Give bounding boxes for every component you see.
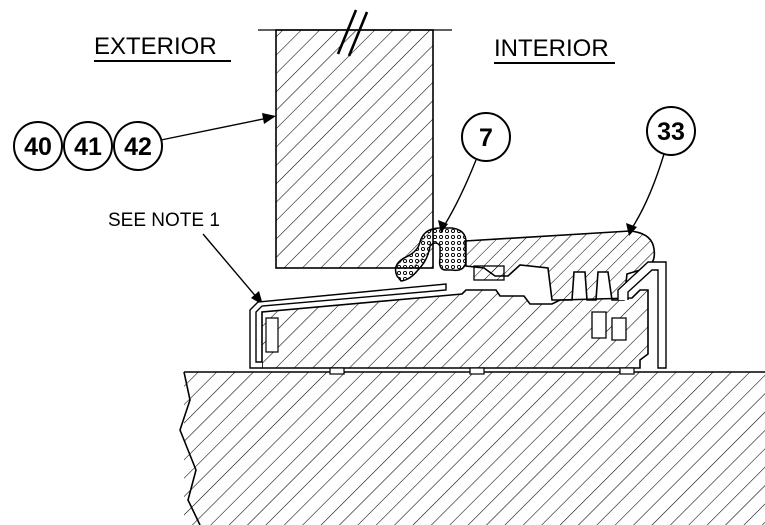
- callout-33: 33: [646, 106, 696, 156]
- interior-trim: [617, 261, 667, 369]
- substrate: [184, 372, 765, 525]
- leader-42: [160, 113, 276, 141]
- leader-33: [626, 153, 665, 236]
- interior-label: INTERIOR: [494, 35, 609, 62]
- svg-text:41: 41: [74, 133, 102, 161]
- svg-text:42: 42: [124, 133, 152, 161]
- callout-7: 7: [461, 112, 511, 162]
- callout-40: 40: [13, 121, 63, 171]
- svg-text:7: 7: [479, 124, 493, 152]
- outer-trim: [249, 283, 447, 369]
- svg-text:40: 40: [24, 133, 52, 161]
- frame-inner-lip: [265, 317, 279, 353]
- leader-note: [202, 233, 263, 305]
- exterior-label: EXTERIOR: [94, 33, 217, 60]
- frame-cavity: [591, 311, 627, 341]
- svg-text:33: 33: [657, 118, 685, 146]
- fastener-block: [473, 265, 505, 281]
- setting-notches: [329, 367, 635, 375]
- callout-41: 41: [63, 121, 113, 171]
- substrate-left-break: [179, 371, 201, 525]
- glazing-gasket: [394, 227, 467, 282]
- leader-7: [438, 159, 477, 233]
- see-note-label: SEE NOTE 1: [108, 210, 220, 231]
- callout-42: 42: [113, 121, 163, 171]
- glass-pane: [275, 29, 434, 269]
- frame-extrusion: [261, 289, 649, 369]
- break-mark: [336, 9, 369, 57]
